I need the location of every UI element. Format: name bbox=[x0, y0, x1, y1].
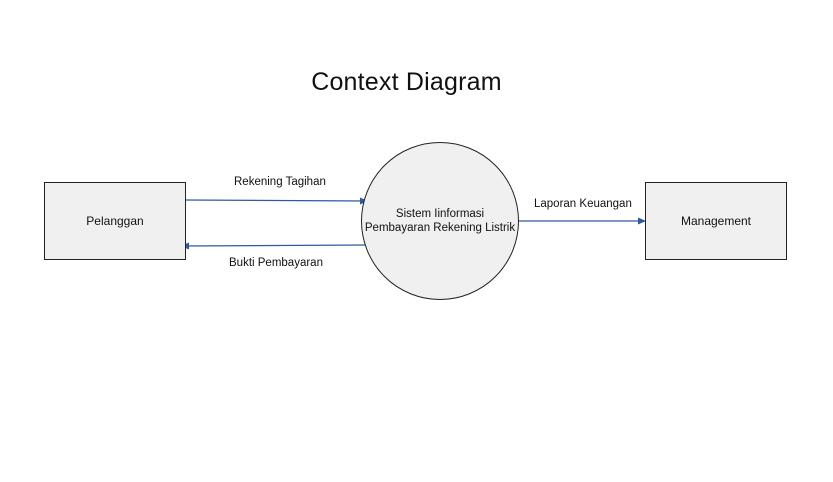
flow-arrow-rekening-tagihan bbox=[185, 197, 368, 205]
process-label-line-1: Sistem Iinformasi bbox=[395, 208, 485, 220]
process-circle: Sistem Iinformasi Pembayaran Rekening Li… bbox=[361, 142, 519, 300]
process-label-line-2: Pembayaran Rekening Listrik bbox=[364, 222, 516, 234]
flow-label-laporan-keuangan: Laporan Keuangan bbox=[534, 198, 632, 210]
diagram-title: Context Diagram bbox=[311, 68, 502, 96]
entity-pelanggan-label: Pelanggan bbox=[86, 214, 144, 228]
flow-label-rekening-tagihan: Rekening Tagihan bbox=[234, 176, 326, 188]
entity-management-label: Management bbox=[680, 214, 752, 228]
process-label: Sistem Iinformasi Pembayaran Rekening Li… bbox=[361, 207, 519, 235]
entity-management: Management bbox=[645, 182, 787, 260]
entity-pelanggan: Pelanggan bbox=[44, 182, 186, 260]
flow-arrow-bukti-pembayaran bbox=[181, 242, 367, 250]
flow-label-bukti-pembayaran: Bukti Pembayaran bbox=[229, 257, 323, 269]
